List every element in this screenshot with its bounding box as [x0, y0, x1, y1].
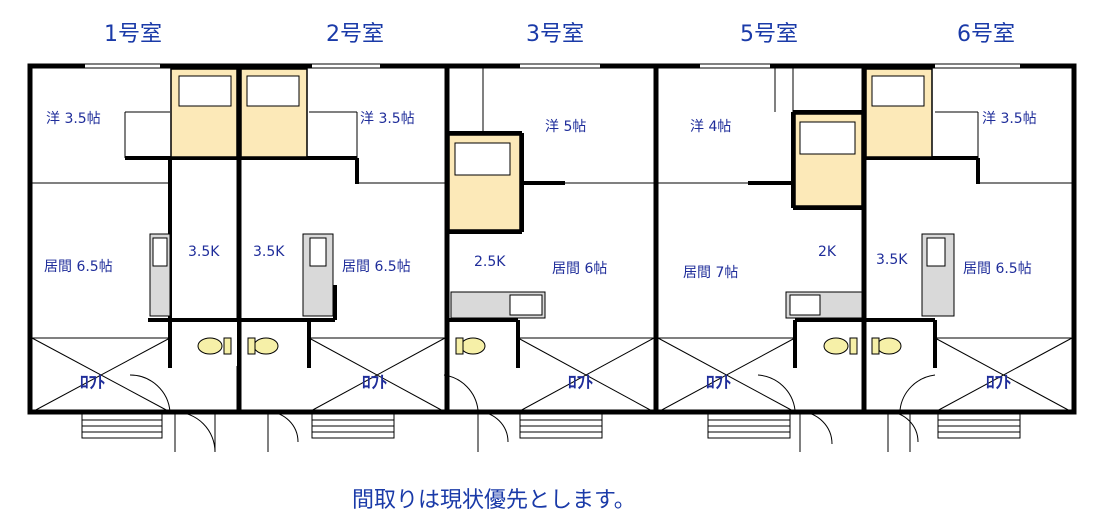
unit-1-loft: ﾛﾌﾄ: [80, 373, 106, 393]
unit-1-kitchen: 3.5K: [188, 244, 220, 260]
unit-2-kitchen: 3.5K: [253, 244, 285, 260]
unit-6-living-room: 居間 6.5帖: [963, 261, 1032, 277]
toilets: [172, 322, 902, 366]
unit-6-loft: ﾛﾌﾄ: [986, 373, 1012, 393]
unit-1-living-room: 居間 6.5帖: [44, 259, 113, 275]
floor-plan-note: 間取りは現状優先とします。: [352, 488, 636, 513]
entrances: [81, 374, 1021, 453]
unit-3-kitchen: 2.5K: [474, 254, 506, 270]
unit-3-title: 3号室: [526, 22, 584, 47]
unit-2-loft: ﾛﾌﾄ: [362, 373, 388, 393]
unit-5-loft: ﾛﾌﾄ: [706, 373, 732, 393]
unit-6-western-room: 洋 3.5帖: [982, 111, 1037, 127]
unit-3-western-room: 洋 5帖: [545, 119, 587, 135]
kitchens: [149, 233, 955, 319]
unit-5-title: 5号室: [740, 22, 798, 47]
unit-5-living-room: 居間 7帖: [683, 265, 739, 281]
unit-2-living-room: 居間 6.5帖: [342, 259, 411, 275]
unit-2-title: 2号室: [326, 22, 384, 47]
unit-1-western-room: 洋 3.5帖: [46, 111, 101, 127]
unit-6-kitchen: 3.5K: [876, 252, 908, 268]
bathrooms: [170, 68, 933, 231]
unit-2-western-room: 洋 3.5帖: [360, 111, 415, 127]
unit-5-western-room: 洋 4帖: [690, 119, 732, 135]
unit-1-title: 1号室: [104, 22, 162, 47]
unit-5-kitchen: 2K: [818, 244, 837, 260]
unit-6-title: 6号室: [957, 22, 1015, 47]
window-marks: [85, 64, 1020, 69]
unit-3-loft: ﾛﾌﾄ: [568, 373, 594, 393]
unit-3-living-room: 居間 6帖: [552, 261, 608, 277]
